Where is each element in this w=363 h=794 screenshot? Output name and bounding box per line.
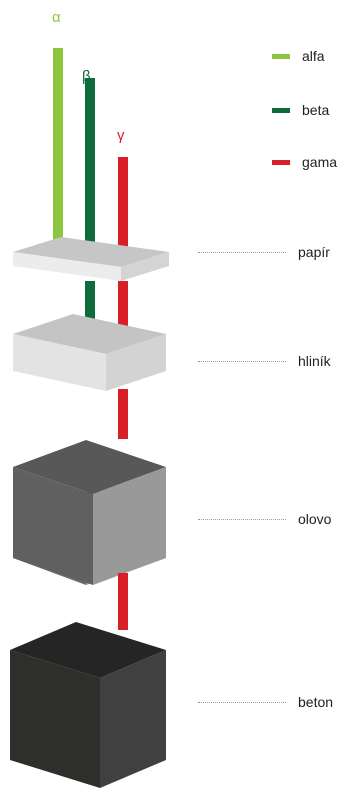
leader-line — [198, 701, 286, 703]
beta-ray-lower — [85, 281, 95, 335]
alpha-ray — [53, 48, 63, 246]
paper-block — [13, 237, 169, 281]
gamma-ray-upper — [118, 157, 128, 247]
gamma-ray-mid-3 — [118, 573, 128, 630]
beta-ray-upper — [85, 78, 95, 246]
material-label-papir: papír — [298, 244, 330, 260]
legend-swatch-alfa — [272, 53, 290, 59]
gamma-ray-mid-2 — [118, 389, 128, 439]
material-beton: beton — [198, 693, 333, 711]
gamma-ray-mid-1 — [118, 281, 128, 335]
material-label-hlinik: hliník — [298, 353, 331, 369]
legend-label-alfa: alfa — [302, 48, 325, 64]
material-label-olovo: olovo — [298, 511, 332, 527]
legend-label-gama: gama — [302, 154, 338, 170]
legend-swatch-beta — [272, 107, 290, 113]
legend-item-beta: beta — [272, 102, 329, 118]
aluminium-block — [13, 314, 166, 391]
leader-line — [198, 518, 286, 520]
beta-symbol: β — [82, 68, 91, 85]
material-olovo: olovo — [198, 510, 331, 528]
material-hlinik: hliník — [198, 352, 331, 370]
leader-line — [198, 360, 286, 362]
gamma-symbol: γ — [117, 127, 125, 144]
legend-label-beta: beta — [302, 102, 330, 118]
lead-block-faces — [13, 440, 166, 585]
legend-item-alfa: alfa — [272, 48, 325, 64]
legend-swatch-gama — [272, 159, 290, 165]
leader-line — [198, 251, 286, 253]
legend-item-gama: gama — [272, 154, 337, 170]
alpha-symbol: α — [52, 9, 61, 26]
material-papir: papír — [198, 243, 330, 261]
material-label-beton: beton — [298, 694, 334, 710]
concrete-block — [10, 622, 166, 788]
